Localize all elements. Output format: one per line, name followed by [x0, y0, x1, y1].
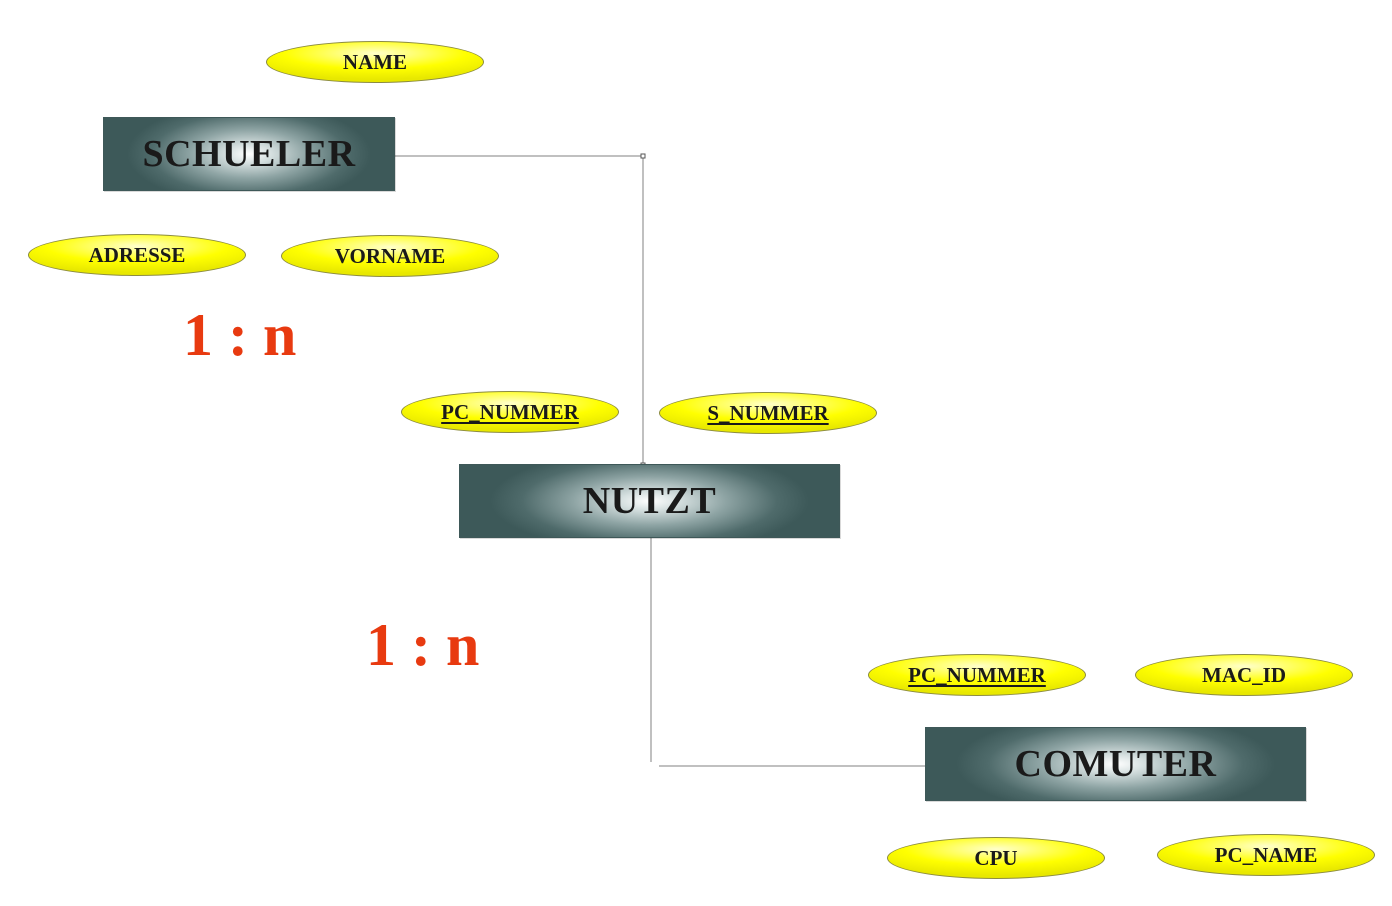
attribute-comuter-pc-nummer-label: PC_NUMMER — [908, 662, 1046, 687]
attribute-name-ellipse: NAME — [266, 41, 484, 83]
attribute-s-nummer-label: S_NUMMER — [707, 400, 829, 425]
attribute-cpu-label: CPU — [974, 845, 1018, 870]
attribute-vorname-label: VORNAME — [334, 243, 446, 268]
attribute-mac-id-label: MAC_ID — [1202, 662, 1286, 687]
entity-comuter: COMUTER — [925, 727, 1306, 801]
attribute-s-nummer-ellipse: S_NUMMER — [659, 392, 877, 434]
attribute-mac-id-ellipse: MAC_ID — [1135, 654, 1353, 696]
attribute-pc-name-ellipse: PC_NAME — [1157, 834, 1375, 876]
connector-handle-top — [640, 153, 646, 159]
attribute-pc-name-label: PC_NAME — [1214, 842, 1318, 867]
attribute-cpu-ellipse: CPU — [887, 837, 1105, 879]
relationship-nutzt: NUTZT — [459, 464, 840, 538]
attribute-adresse-ellipse: ADRESSE — [28, 234, 246, 276]
entity-schueler-label: SCHUELER — [142, 133, 356, 175]
attribute-comuter-pc-nummer-ellipse: PC_NUMMER — [868, 654, 1086, 696]
cardinality-schueler-nutzt: 1 : n — [183, 302, 297, 368]
entity-schueler: SCHUELER — [103, 117, 395, 191]
relationship-nutzt-label: NUTZT — [582, 480, 717, 522]
entity-comuter-label: COMUTER — [1014, 743, 1217, 785]
attribute-adresse-label: ADRESSE — [88, 242, 186, 267]
attribute-vorname-ellipse: VORNAME — [281, 235, 499, 277]
attribute-nutzt-pc-nummer-label: PC_NUMMER — [441, 399, 579, 424]
cardinality-nutzt-comuter: 1 : n — [366, 612, 480, 678]
attribute-nutzt-pc-nummer-ellipse: PC_NUMMER — [401, 391, 619, 433]
attribute-name-label: NAME — [342, 49, 408, 74]
